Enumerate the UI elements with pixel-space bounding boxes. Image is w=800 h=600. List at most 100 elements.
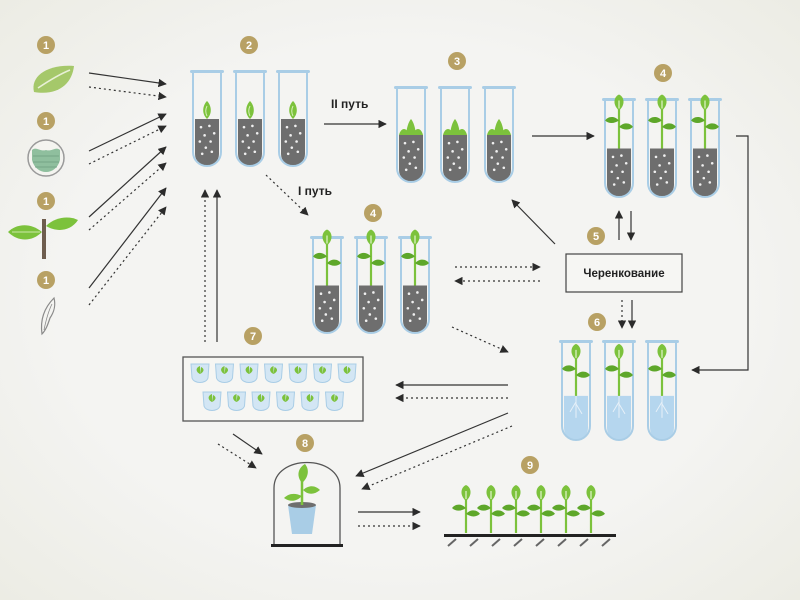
- micro-cup: [263, 363, 284, 383]
- badge-number: 5: [593, 231, 599, 243]
- badge-number: 9: [527, 460, 533, 472]
- field-plants: [444, 485, 616, 547]
- soil-hatch: [601, 538, 611, 547]
- badge-stage-7: 7: [244, 327, 262, 345]
- micro-cup: [300, 391, 320, 411]
- test-tube: [398, 229, 432, 334]
- shoot-explant-icon: [8, 217, 78, 259]
- cuttings-box: Черенкование: [565, 253, 683, 293]
- test-tube: [310, 229, 344, 334]
- leaf-explant-icon: [33, 65, 74, 93]
- arrow-cuttings-to-multiplication: [511, 199, 556, 245]
- micro-cup: [337, 363, 357, 383]
- test-tube: [482, 86, 516, 183]
- test-tube: [688, 94, 722, 198]
- badge-number: 8: [302, 438, 308, 450]
- soil-hatch: [469, 538, 479, 547]
- badge-number: 2: [246, 40, 252, 52]
- path-one-label: I путь: [298, 184, 332, 198]
- test-tube: [354, 229, 388, 334]
- arrow-dotted: [88, 206, 167, 306]
- field-plant: [502, 485, 530, 533]
- badge-stage-5: 5: [587, 227, 605, 245]
- micro-cup: [312, 363, 333, 383]
- tubes-elongation-top: [602, 94, 722, 198]
- badge-number: 6: [594, 317, 600, 329]
- badge-number: 7: [250, 331, 256, 343]
- badge-number: 4: [370, 208, 377, 220]
- field-plant: [552, 485, 580, 533]
- micro-cup: [190, 363, 210, 383]
- arrow-solid: [88, 72, 167, 88]
- badge-stage-9: 9: [521, 456, 539, 474]
- soil-hatch: [513, 538, 523, 547]
- arrow-dotted: [88, 86, 167, 101]
- badge-stage-1-shoot: 1: [37, 192, 55, 210]
- tubes-rooting: [559, 340, 679, 441]
- cuttings-label: Черенкование: [583, 268, 664, 280]
- badge-stage-1-leaf: 1: [37, 36, 55, 54]
- badge-number: 4: [660, 68, 667, 80]
- microplants-tray: [182, 356, 364, 422]
- callus-disc-icon: [27, 139, 65, 177]
- field-plant: [577, 485, 605, 533]
- arrow-elongation-to-rooting-dotted: [451, 326, 509, 353]
- soil-hatch: [491, 538, 501, 547]
- badge-stage-1-callus: 1: [37, 112, 55, 130]
- micro-cup: [275, 391, 296, 411]
- test-tube: [438, 86, 472, 183]
- badge-stage-4-middle: 4: [364, 204, 382, 222]
- micro-cup: [324, 391, 345, 411]
- test-tube: [276, 70, 310, 167]
- test-tube: [233, 70, 267, 167]
- test-tube: [602, 340, 636, 441]
- test-tube: [559, 340, 593, 441]
- badge-number: 1: [43, 196, 49, 208]
- arrow-solid: [88, 146, 167, 218]
- test-tube: [394, 86, 428, 183]
- adaptation-dome: [271, 461, 343, 547]
- arrow-tray-to-adaptation-dotted: [217, 443, 257, 469]
- test-tube: [602, 94, 636, 198]
- test-tube: [190, 70, 224, 167]
- arrow-tray-to-adaptation-solid: [232, 433, 263, 455]
- arrow-solid: [88, 187, 167, 289]
- badge-stage-2: 2: [240, 36, 258, 54]
- arrow-solid: [88, 113, 167, 152]
- badge-number: 3: [454, 56, 460, 68]
- micro-cup: [251, 391, 271, 411]
- field-plant: [527, 485, 555, 533]
- soil-hatch: [447, 538, 457, 547]
- badge-stage-4-top: 4: [654, 64, 672, 82]
- tubes-initiation: [190, 70, 310, 167]
- arrow-elongation-to-rooting: [691, 135, 749, 375]
- test-tube: [645, 340, 679, 441]
- arrow-rooting-to-adaptation-dotted: [361, 425, 513, 490]
- soil-hatch: [579, 538, 589, 547]
- micro-cup: [288, 363, 308, 383]
- arrow-dotted: [88, 125, 167, 165]
- badge-stage-3: 3: [448, 52, 466, 70]
- path-two-label: II путь: [331, 97, 368, 111]
- badge-stage-1-bud: 1: [37, 271, 55, 289]
- badge-stage-8: 8: [296, 434, 314, 452]
- micro-cup: [226, 391, 247, 411]
- arrow-dotted: [88, 162, 167, 231]
- micro-cup: [214, 363, 235, 383]
- soil-hatch: [557, 538, 567, 547]
- field-plant: [477, 485, 505, 533]
- arrows-sources-to-initiation: [88, 72, 167, 306]
- tubes-elongation-middle: [310, 229, 432, 334]
- test-tube: [645, 94, 679, 198]
- tubes-multiplication: [394, 86, 516, 183]
- badge-number: 1: [43, 40, 49, 52]
- badge-number: 1: [43, 116, 49, 128]
- badge-number: 1: [43, 275, 49, 287]
- soil-hatch: [535, 538, 545, 547]
- field-plant: [452, 485, 480, 533]
- arrow-rooting-to-adaptation-solid: [355, 412, 509, 477]
- micro-cup: [202, 391, 222, 411]
- micro-cup: [239, 363, 259, 383]
- bud-explant-icon: [40, 296, 56, 336]
